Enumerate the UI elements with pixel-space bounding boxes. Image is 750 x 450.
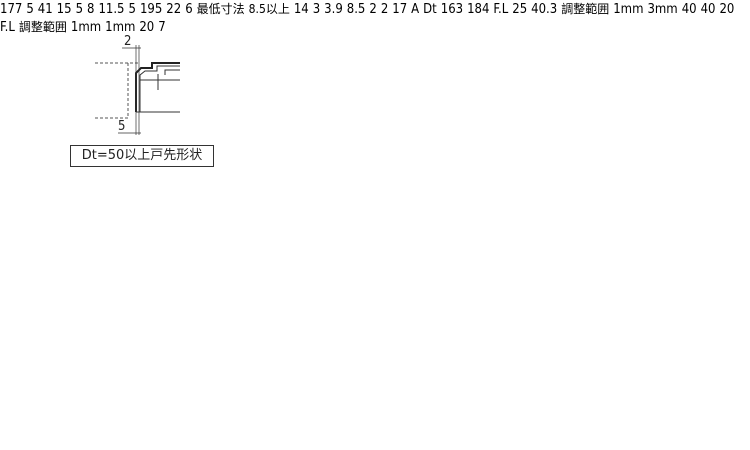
dim-label: 3 (312, 2, 321, 17)
adjust-left-label: 1mm (70, 20, 102, 35)
hinge-spring: 25 40.3 調整範囲 1mm 3mm 40 40 20 F.L (0, 0, 734, 35)
hinge-body: 25 40.3 調整範囲 1mm 3mm 40 40 20 F.L (0, 0, 734, 35)
adjust-right-label: 3mm (647, 2, 678, 17)
screw-icon: 25 40.3 調整範囲 1mm 3mm 40 40 20 F.L (0, 0, 734, 35)
dim-label: 6 (185, 2, 193, 17)
dim-label: 11.5 (98, 2, 125, 17)
top-corner-detail: 2 5 (95, 34, 180, 135)
dim-label: 14 (293, 2, 309, 17)
dim-label: A (411, 2, 420, 17)
min-dimension-value: 8.5以上 (248, 2, 290, 16)
adjust-arrow-icon: 25 40.3 調整範囲 1mm 3mm 40 40 20 F.L (0, 0, 734, 35)
adjust-range-label: 調整範囲 (18, 20, 67, 34)
dim-label: 3.9 (324, 2, 343, 17)
dim-label: 22 (166, 2, 182, 17)
dim-label: 40.3 (531, 2, 558, 17)
dim-label: 40 (681, 2, 697, 17)
dim-label: 8 (87, 2, 95, 17)
dim-label: 41 (37, 2, 53, 17)
dim-label: Dt (423, 2, 437, 17)
adjust-right-label: 1mm (105, 20, 136, 35)
hinge-block: 177 5 41 15 5 8 11.5 5 195 22 6 最低寸法 8.5… (0, 0, 294, 17)
dim-label: 2 (369, 2, 377, 17)
screw-icon: 25 40.3 調整範囲 1mm 3mm 40 40 20 F.L (0, 0, 734, 35)
right-side-view: 調整範囲 1mm 1mm 20 7 (19, 18, 166, 35)
dim-label: 5 (75, 2, 84, 17)
dim-label: 40 (700, 2, 716, 17)
dim-label: 177 (0, 2, 23, 17)
dim-label: 5 (128, 2, 136, 17)
dim-label: 15 (56, 2, 72, 17)
dim-label: 7 (158, 20, 166, 35)
adjust-range-label: 調整範囲 (561, 2, 610, 16)
floor-level-label: F.L (493, 2, 509, 17)
dim-label: 5 (26, 2, 34, 17)
dim-label: 2 (124, 34, 131, 49)
handle-outline: 25 40.3 調整範囲 1mm 3mm 40 40 20 F.L (0, 0, 734, 35)
handle-grip: 25 40.3 調整範囲 1mm 3mm 40 40 20 F.L (0, 0, 734, 35)
dim-label: 20 (719, 2, 735, 17)
min-dimension-note: 最低寸法 (196, 2, 245, 16)
dim-label: 195 (139, 2, 163, 17)
bracket: 14 3 3.9 8.5 2 2 17 A Dt 163 184 F.L (294, 0, 512, 17)
handle-plate: 177 5 41 15 5 8 11.5 5 195 22 6 最低寸法 8.5… (0, 0, 294, 17)
dim-label: 2 (380, 2, 389, 17)
opening-indicator: 25 40.3 調整範囲 1mm 3mm 40 40 20 F.L (0, 0, 734, 35)
dim-label: 20 (139, 20, 155, 35)
dim-label: 25 (512, 2, 528, 17)
bracket: 調整範囲 1mm 1mm 20 7 (19, 18, 166, 35)
dim-label: 5 (118, 119, 125, 134)
adjust-arrow-icon: 調整範囲 1mm 1mm 20 7 (19, 18, 166, 35)
door-panel: 25 40.3 調整範囲 1mm 3mm 40 40 20 F.L (0, 0, 734, 35)
front-view: 25 40.3 調整範囲 1mm 3mm 40 40 20 F.L (0, 0, 734, 35)
adjust-left-label: 1mm (613, 2, 644, 17)
door-tip-note-box: Dt=50以上戸先形状 (70, 145, 214, 167)
hinge-plate: 25 40.3 調整範囲 1mm 3mm 40 40 20 F.L (0, 0, 734, 35)
left-side-view: 14 3 3.9 8.5 2 2 17 A Dt 163 184 F.L (294, 0, 512, 17)
dim-label: 8.5 (346, 2, 366, 17)
dim-label: 17 (392, 2, 408, 17)
hinge-plate: 調整範囲 1mm 1mm 20 7 (19, 18, 166, 35)
hinge-pin-icon: 177 5 41 15 5 8 11.5 5 195 22 6 最低寸法 8.5… (0, 0, 294, 17)
screw-icon: 14 3 3.9 8.5 2 2 17 A Dt 163 184 F.L (294, 0, 512, 17)
dim-label: 184 (467, 2, 490, 17)
dim-label: 163 (440, 2, 464, 17)
screw-icon: 25 40.3 調整範囲 1mm 3mm 40 40 20 F.L (0, 0, 734, 35)
plan-view: 177 5 41 15 5 8 11.5 5 195 22 6 最低寸法 8.5… (0, 0, 294, 17)
floor-level-label: F.L (0, 20, 15, 35)
